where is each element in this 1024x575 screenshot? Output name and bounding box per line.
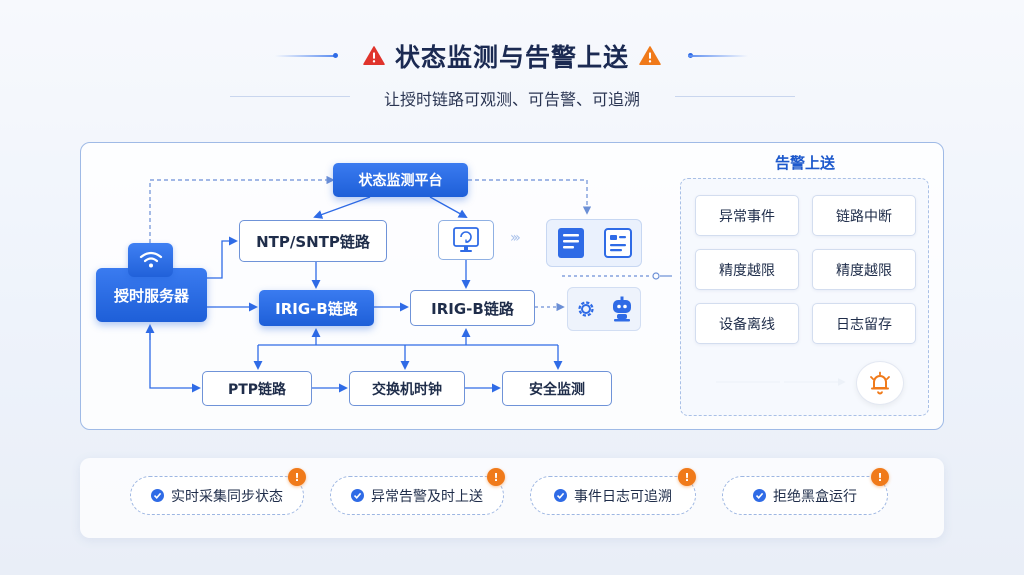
feature-pill: 异常告警及时上送 — [330, 476, 504, 515]
irig-b-primary-node: IRIG-B链路 — [259, 290, 374, 326]
feature-label: 实时采集同步状态 — [171, 488, 283, 505]
subtitle-line-right — [675, 96, 795, 97]
feature-label: 事件日志可追溯 — [574, 488, 672, 505]
report-documents — [546, 219, 642, 267]
warning-icon — [639, 46, 661, 65]
alarm-item: 链路中断 — [812, 195, 916, 236]
alarm-item: 设备离线 — [695, 303, 799, 344]
exclamation-icon: ! — [487, 468, 505, 486]
ntp-link-node: NTP/SNTP链路 — [239, 220, 387, 262]
switch-clock-node: 交换机时钟 — [349, 371, 465, 406]
feature-pill: 实时采集同步状态 — [130, 476, 304, 515]
title-decoration-left — [275, 55, 335, 57]
wifi-icon — [139, 251, 162, 268]
bell-icon — [870, 371, 890, 395]
check-icon — [151, 489, 164, 502]
alarm-bell — [856, 361, 904, 405]
alarm-section-title: 告警上送 — [774, 154, 835, 172]
page-title: 状态监测与告警上送 — [0, 36, 1024, 76]
title-decoration-dot-left — [333, 53, 338, 58]
check-icon — [351, 489, 364, 502]
ptp-link-node: PTP链路 — [202, 371, 312, 406]
page-subtitle: 让授时链路可观测、可告警、可追溯 — [383, 90, 640, 109]
document-icon — [557, 228, 584, 258]
alarm-item: 精度越限 — [695, 249, 799, 290]
ops-tools — [567, 287, 641, 331]
security-monitor-node: 安全监测 — [502, 371, 612, 406]
feature-label: 拒绝黑盒运行 — [773, 488, 857, 505]
exclamation-icon: ! — [288, 468, 306, 486]
flow-chevrons: ››› — [510, 230, 521, 246]
document-icon — [603, 228, 632, 258]
timing-server-node: 授时服务器 — [96, 268, 207, 322]
subtitle-line-left — [230, 96, 350, 97]
feature-pill: 事件日志可追溯 — [530, 476, 696, 515]
page-title-text: 状态监测与告警上送 — [394, 43, 629, 72]
feature-label: 异常告警及时上送 — [371, 488, 483, 505]
alarm-item: 异常事件 — [695, 195, 799, 236]
alarm-item: 精度越限 — [812, 249, 916, 290]
feature-pill: 拒绝黑盒运行 — [722, 476, 888, 515]
gear-icon — [577, 301, 594, 317]
exclamation-icon: ! — [871, 468, 889, 486]
check-icon — [554, 489, 567, 502]
wifi-badge — [128, 243, 173, 277]
exclamation-icon: ! — [678, 468, 696, 486]
irig-b-secondary-node: IRIG-B链路 — [410, 290, 535, 326]
check-icon — [753, 489, 766, 502]
monitor-node — [438, 220, 494, 260]
monitor-icon — [453, 227, 479, 252]
alarm-item: 日志留存 — [812, 303, 916, 344]
monitoring-platform-node: 状态监测平台 — [333, 163, 468, 197]
robot-icon — [612, 296, 631, 322]
title-decoration-right — [688, 55, 748, 57]
warning-icon — [363, 46, 385, 65]
